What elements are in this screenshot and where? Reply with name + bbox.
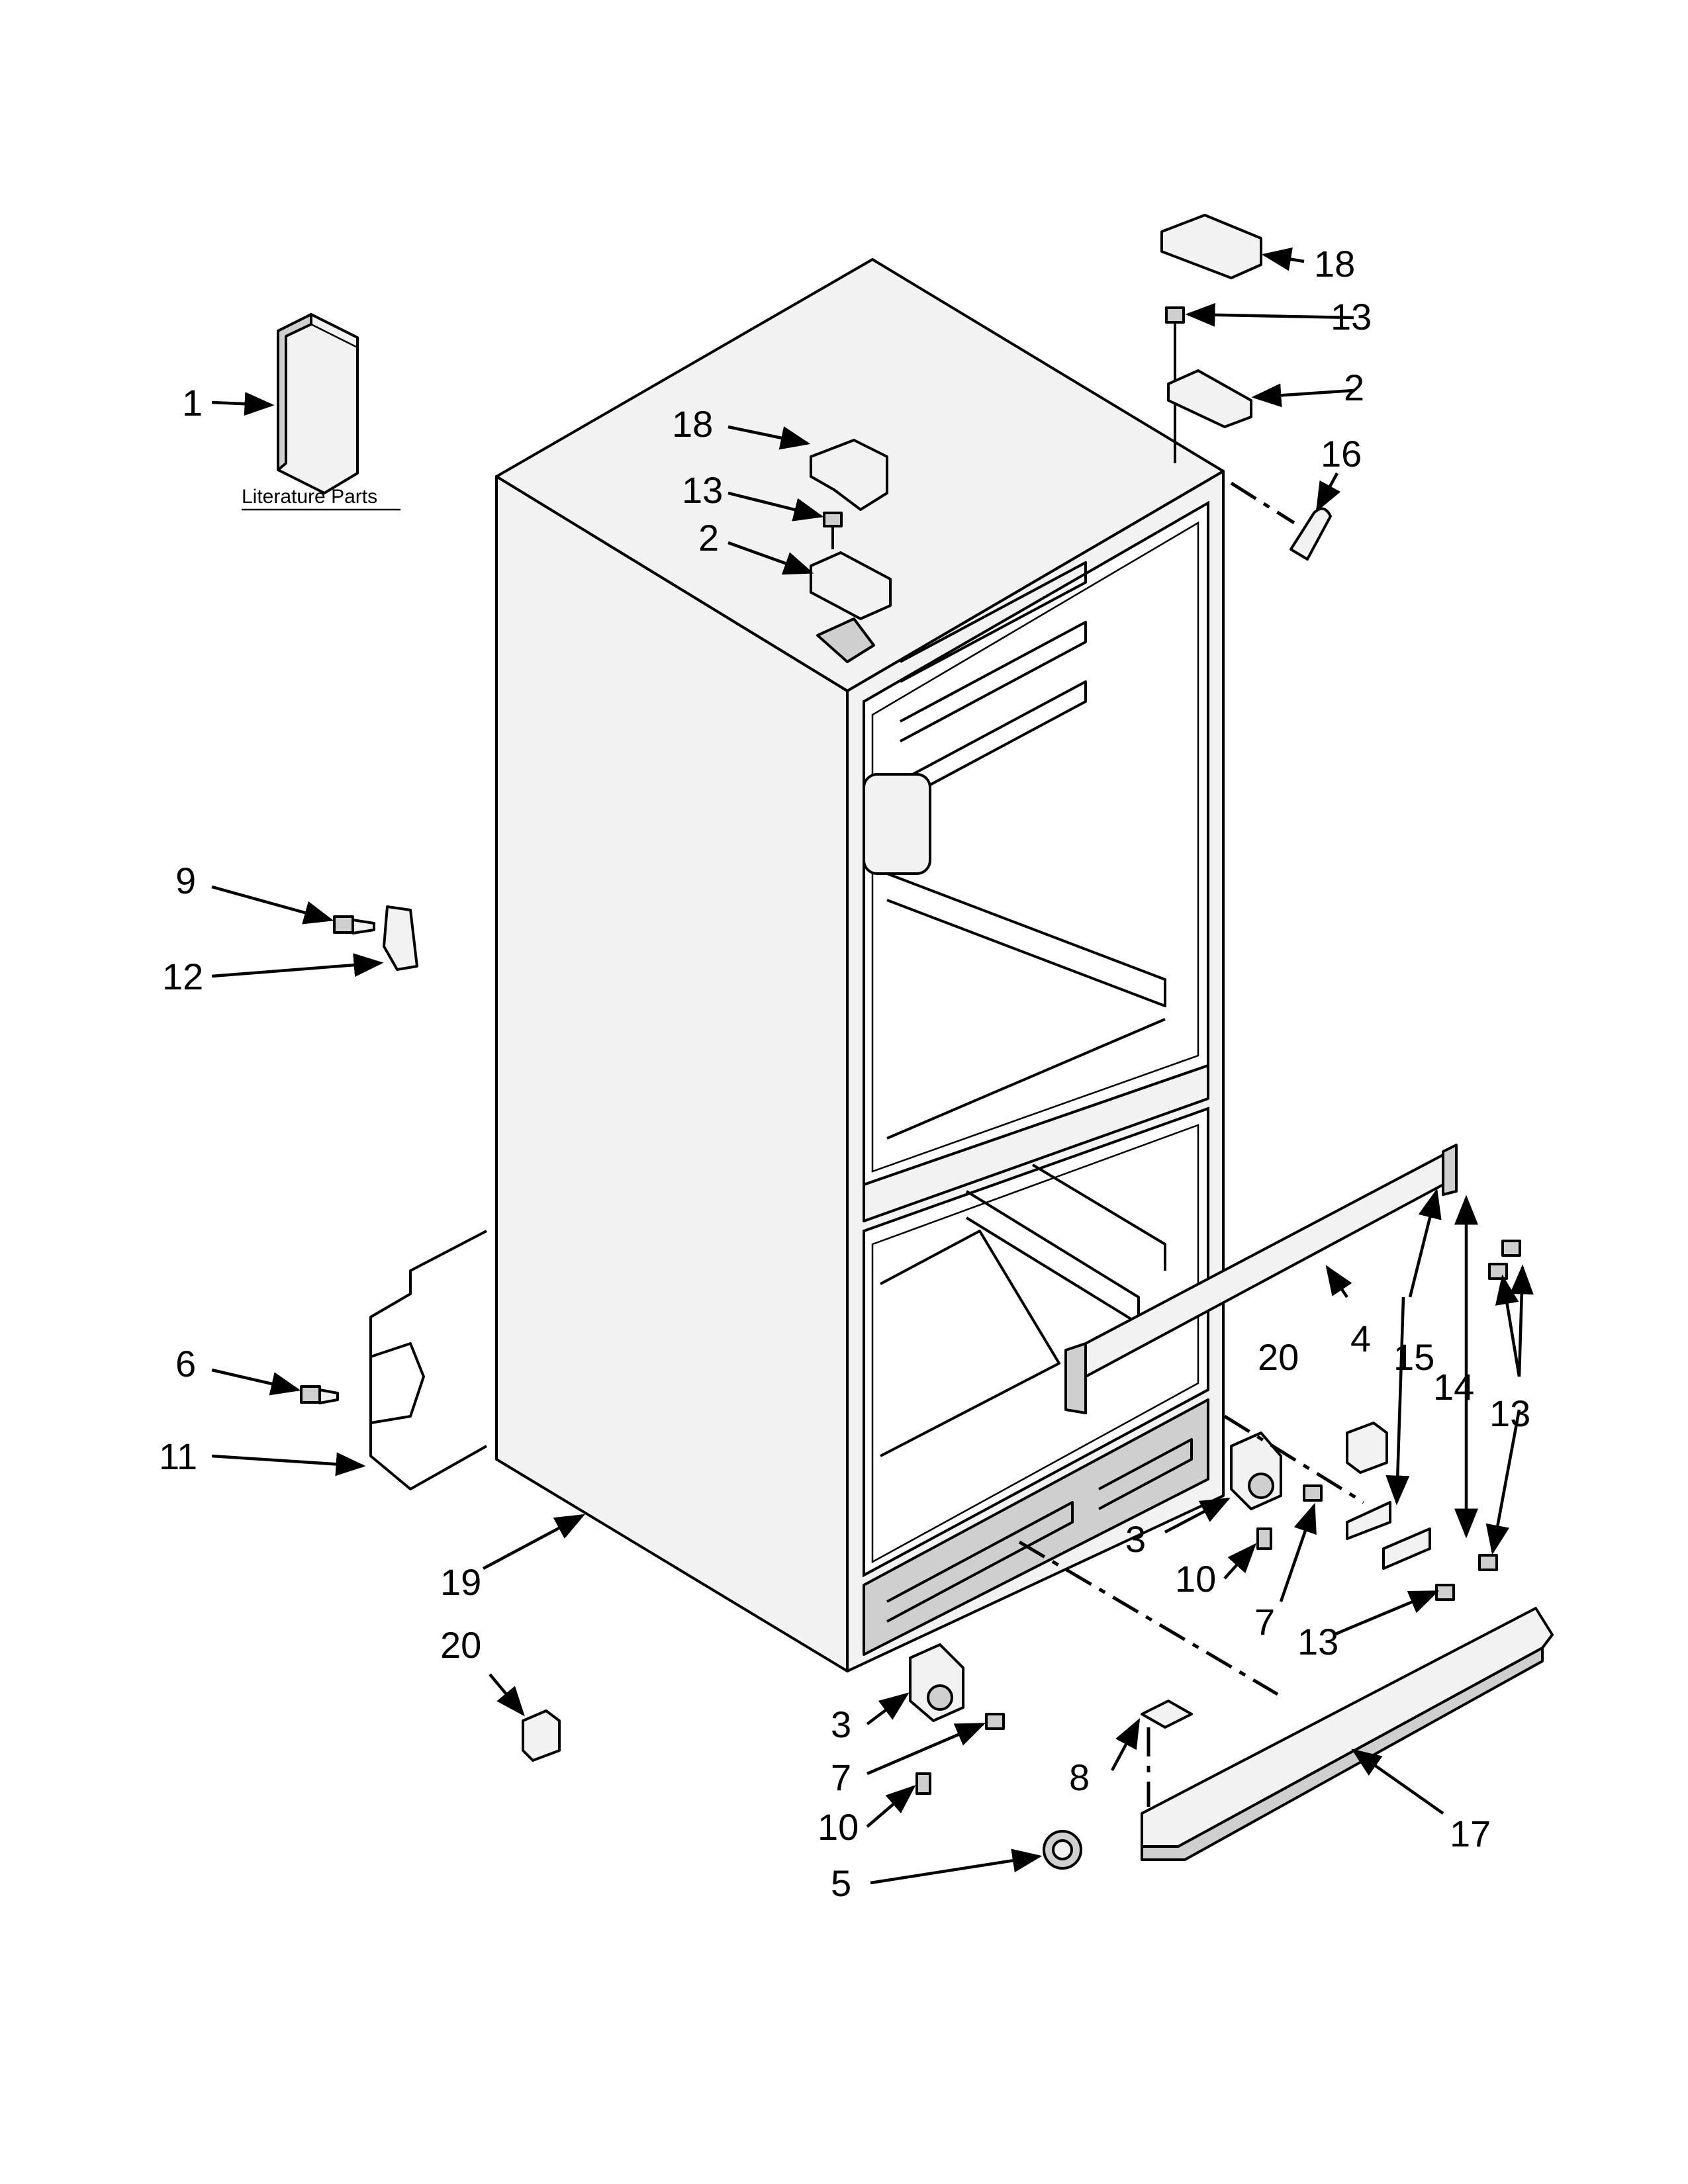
callout-17: 17 <box>1450 1813 1491 1854</box>
bracket-12 <box>383 905 418 971</box>
pad-20-right <box>1346 1422 1388 1474</box>
leveling-leg-front-left <box>909 1643 1005 1795</box>
callout-12: 12 <box>162 956 203 997</box>
callout-8: 8 <box>1069 1756 1090 1798</box>
callout-18: 18 <box>672 403 713 445</box>
callout-3: 3 <box>1125 1518 1146 1560</box>
literature-parts-book <box>277 313 359 494</box>
bracket-14 <box>1382 1527 1431 1570</box>
callout-6: 6 <box>175 1343 196 1385</box>
hinge-right <box>1167 369 1252 428</box>
callout-3: 3 <box>831 1704 851 1745</box>
refrigerator-cabinet <box>495 258 1225 1672</box>
callout-13: 13 <box>1331 296 1372 338</box>
callout-2: 2 <box>698 517 719 559</box>
callout-11: 11 <box>159 1435 197 1477</box>
hinge-left <box>810 551 892 663</box>
callout-18: 18 <box>1314 243 1355 285</box>
callout-10: 10 <box>1175 1558 1216 1600</box>
plug-button-5 <box>1043 1830 1082 1870</box>
callout-14: 14 <box>1433 1366 1474 1408</box>
screws-13-right <box>1435 1240 1521 1601</box>
callout-7: 7 <box>831 1756 851 1798</box>
callout-16: 16 <box>1321 433 1362 475</box>
clip-8 <box>1141 1700 1193 1729</box>
pad-20-left <box>522 1709 561 1762</box>
callout-15: 15 <box>1393 1336 1434 1378</box>
toe-grille-17 <box>1141 1607 1554 1861</box>
screw-9 <box>333 915 375 934</box>
hinge-screw-left <box>823 512 843 549</box>
callout-13: 13 <box>1297 1621 1338 1662</box>
callout-7: 7 <box>1254 1601 1275 1643</box>
literature-parts-label: Literature Parts <box>242 486 377 508</box>
callout-labels: 1 2 2 3 3 4 5 6 7 7 8 9 10 10 11 12 13 1… <box>159 243 1530 1904</box>
callout-20: 20 <box>440 1624 481 1666</box>
callout-1: 1 <box>182 382 203 424</box>
callout-13: 13 <box>1489 1392 1530 1434</box>
callout-9: 9 <box>175 860 196 901</box>
callout-5: 5 <box>831 1862 851 1904</box>
hinge-cover-left <box>810 439 888 511</box>
bracket-15 <box>1346 1501 1391 1540</box>
callout-20: 20 <box>1258 1336 1299 1378</box>
callout-19: 19 <box>440 1561 481 1603</box>
screw-6 <box>300 1385 339 1404</box>
toe-grille-rail-4 <box>1064 1144 1458 1414</box>
callout-10: 10 <box>818 1806 859 1848</box>
access-panel-11 <box>369 1230 487 1490</box>
hinge-cover-right <box>1160 214 1262 279</box>
leader-lines <box>211 247 1534 1885</box>
hinge-cap-clip <box>1289 507 1332 561</box>
leveling-leg-front-right <box>1230 1432 1323 1550</box>
callout-4: 4 <box>1350 1318 1371 1359</box>
callout-2: 2 <box>1344 367 1364 408</box>
callout-13: 13 <box>682 469 723 511</box>
